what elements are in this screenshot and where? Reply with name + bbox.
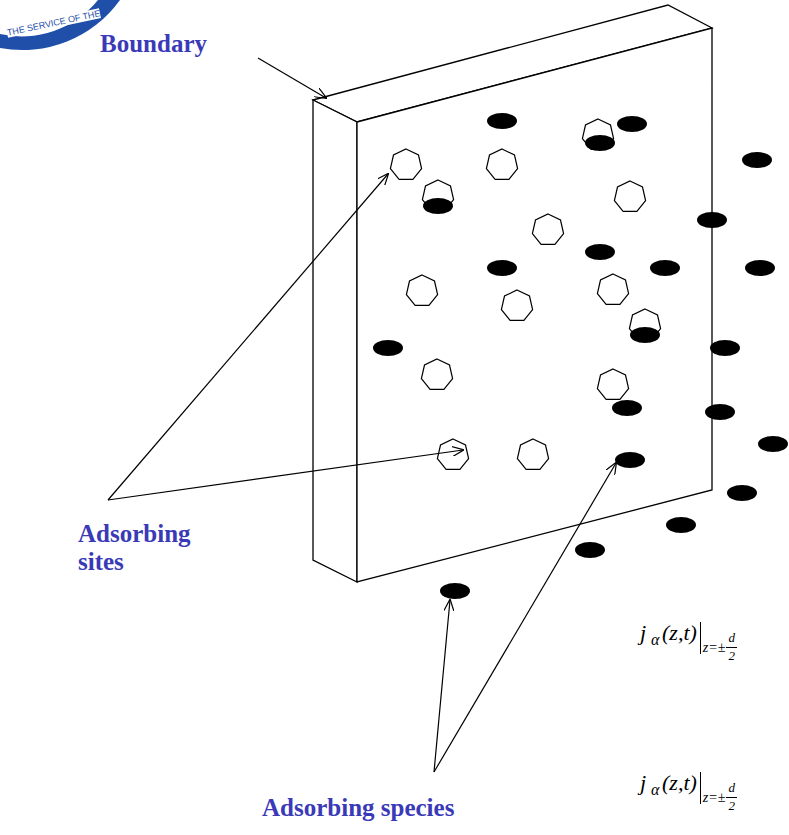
species-ellipse [575, 542, 605, 558]
fraction-numerator: d [728, 780, 735, 796]
species-ellipse [758, 436, 788, 452]
boundary-label: Boundary [100, 30, 207, 58]
site-heptagon [614, 181, 645, 211]
species-ellipse [742, 152, 772, 168]
species-ellipse [373, 340, 403, 356]
site-heptagon [597, 369, 628, 399]
species-ellipse [710, 340, 740, 356]
species-ellipse [745, 260, 775, 276]
species-ellipse [705, 404, 735, 420]
equation-term: (z,t) [662, 620, 697, 646]
species-ellipse [585, 244, 615, 260]
site-heptagon [486, 149, 517, 179]
fraction-line [726, 797, 737, 798]
site-heptagon [532, 214, 563, 244]
species-ellipse [727, 485, 757, 501]
adsorbing-species [373, 113, 788, 599]
site-heptagon [597, 274, 628, 304]
species-ellipse [423, 198, 453, 214]
fraction-denominator: 2 [728, 648, 735, 664]
site-heptagon [501, 290, 532, 320]
flux-equation: jα(z,t) z=±d 2 [640, 770, 772, 818]
species-ellipse [440, 583, 470, 599]
species-ellipse [585, 135, 615, 151]
species-ellipse [666, 517, 696, 533]
site-heptagon [421, 359, 452, 389]
species-ellipse [487, 260, 517, 276]
species-ellipse [650, 260, 680, 276]
species-ellipse [697, 212, 727, 228]
flux-equation: jα(z,t) z=±d 2 [640, 620, 772, 668]
equation-term: (z,t) [662, 770, 697, 796]
equation-term: α [651, 781, 659, 799]
species-label: Adsorbing species [262, 794, 454, 822]
species-ellipse [630, 327, 660, 343]
equation-term: α [651, 631, 659, 649]
species-ellipse [612, 400, 642, 416]
evaluation-bar [700, 772, 701, 804]
sites-label: Adsorbing sites [78, 520, 218, 576]
equation-subscript: z=± [703, 790, 726, 806]
fraction-numerator: d [728, 630, 735, 646]
species-ellipse [487, 113, 517, 129]
site-heptagon [390, 149, 421, 179]
boundary-slab [313, 5, 712, 582]
species-ellipse [615, 452, 645, 468]
site-heptagon [406, 275, 437, 305]
fraction-line [726, 647, 737, 648]
equation-term: j [640, 620, 646, 646]
fraction-denominator: 2 [728, 798, 735, 814]
leader-arrows [108, 58, 616, 772]
site-heptagon [517, 439, 548, 469]
species-ellipse [617, 116, 647, 132]
equation-term: j [640, 770, 646, 796]
site-heptagon [437, 439, 468, 469]
equation-subscript: z=± [703, 640, 726, 656]
evaluation-bar [700, 622, 701, 654]
adsorbing-sites [390, 119, 660, 469]
